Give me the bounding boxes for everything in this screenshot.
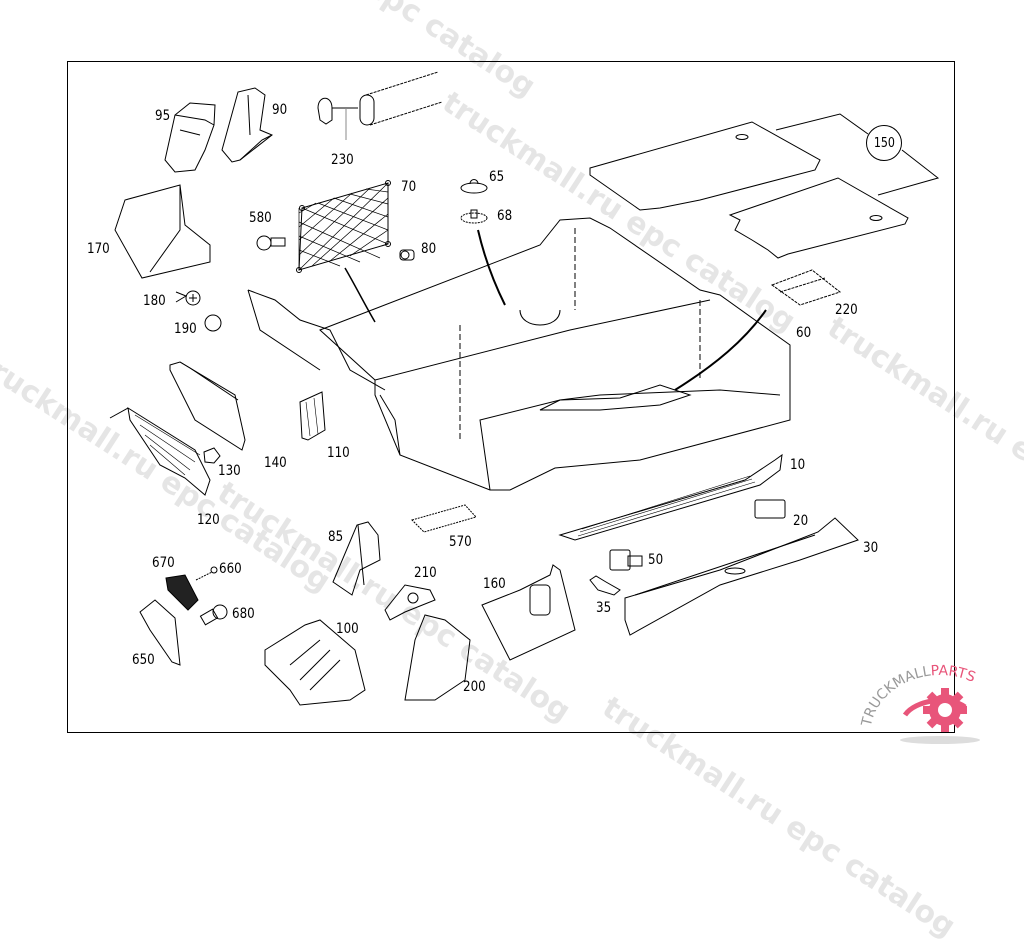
- truckmall-parts-logo: TRUCKMALLPARTS: [859, 655, 1020, 750]
- part-230-edge-trim: [317, 71, 443, 140]
- part-label-160[interactable]: 160: [483, 576, 506, 592]
- part-label-570[interactable]: 570: [449, 534, 472, 550]
- part-120-grille: [109, 406, 211, 496]
- part-20-clip: [754, 499, 786, 519]
- part-110-clip: [299, 391, 326, 441]
- part-label-68[interactable]: 68: [497, 208, 513, 224]
- part-200-panel: [404, 614, 471, 701]
- part-label-60[interactable]: 60: [796, 325, 812, 341]
- part-170-panel: [114, 184, 211, 279]
- part-label-30[interactable]: 30: [863, 540, 879, 556]
- part-label-680[interactable]: 680: [232, 606, 255, 622]
- part-label-100[interactable]: 100: [336, 621, 359, 637]
- part-210-bracket: [384, 584, 436, 621]
- leader-arrows: [344, 229, 767, 391]
- part-label-85[interactable]: 85: [328, 529, 344, 545]
- part-30-sill-plate: [624, 517, 859, 636]
- part-140-panel: [169, 361, 246, 451]
- part-label-650[interactable]: 650: [132, 652, 155, 668]
- part-label-180[interactable]: 180: [143, 293, 166, 309]
- part-label-80[interactable]: 80: [421, 241, 437, 257]
- part-label-95[interactable]: 95: [155, 108, 171, 124]
- part-190-cap: [204, 314, 222, 332]
- part-label-200[interactable]: 200: [463, 679, 486, 695]
- parts-diagram: [109, 71, 940, 706]
- part-570-pad: [411, 504, 477, 533]
- part-label-220[interactable]: 220: [835, 302, 858, 318]
- part-580-screw: [256, 235, 286, 251]
- part-label-210[interactable]: 210: [414, 565, 437, 581]
- main-floor-pan: [247, 217, 791, 491]
- part-85-bracket: [332, 521, 381, 596]
- part-100-shield: [264, 619, 366, 706]
- part-label-140[interactable]: 140: [264, 455, 287, 471]
- part-670-mechanism: [165, 574, 199, 611]
- part-65-cap: [460, 179, 488, 194]
- part-label-150-group[interactable]: 150: [866, 125, 902, 161]
- part-label-580[interactable]: 580: [249, 210, 272, 226]
- part-68-clip: [460, 209, 488, 224]
- part-label-660[interactable]: 660: [219, 561, 242, 577]
- part-90-bracket: [221, 87, 273, 163]
- logo-text-accent: PARTS: [930, 663, 977, 686]
- part-label-90[interactable]: 90: [272, 102, 288, 118]
- part-35-clip: [589, 575, 621, 596]
- part-label-35[interactable]: 35: [596, 600, 612, 616]
- part-label-670[interactable]: 670: [152, 555, 175, 571]
- part-label-70[interactable]: 70: [401, 179, 417, 195]
- part-160-panel: [481, 564, 576, 661]
- part-50-clip: [609, 549, 643, 571]
- part-95-bracket: [164, 102, 216, 173]
- part-label-65[interactable]: 65: [489, 169, 505, 185]
- logo-text-dark: TRUCKMALL: [860, 664, 932, 729]
- part-680-bolt: [199, 604, 228, 626]
- part-label-120[interactable]: 120: [197, 512, 220, 528]
- part-label-230[interactable]: 230: [331, 152, 354, 168]
- part-label-110[interactable]: 110: [327, 445, 350, 461]
- part-80-clip: [399, 249, 415, 261]
- part-label-130[interactable]: 130: [218, 463, 241, 479]
- part-label-20[interactable]: 20: [793, 513, 809, 529]
- part-70-cargo-net: [296, 180, 391, 273]
- part-650-bracket: [139, 599, 181, 666]
- part-label-150: 150: [873, 135, 895, 151]
- part-220-bracket: [770, 269, 842, 306]
- part-label-10[interactable]: 10: [790, 457, 806, 473]
- part-660-screw: [195, 566, 218, 581]
- part-180-screw: [175, 290, 201, 306]
- part-150-floor-mats: [589, 113, 940, 259]
- part-10-sill-trim: [558, 453, 783, 541]
- diagram-frame: [67, 61, 955, 733]
- part-label-170[interactable]: 170: [87, 241, 110, 257]
- part-label-190[interactable]: 190: [174, 321, 197, 337]
- part-label-50[interactable]: 50: [648, 552, 664, 568]
- part-130-nut: [203, 447, 221, 464]
- gear-icon: TRUCKMALLPARTS: [859, 663, 980, 744]
